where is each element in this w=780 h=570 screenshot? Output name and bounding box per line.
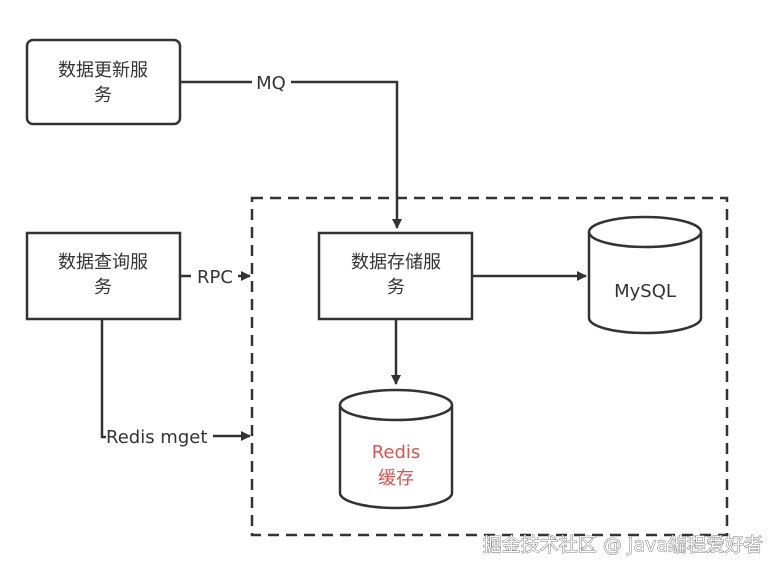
- storage-service-label-2: 务: [387, 277, 405, 298]
- storage-service-node[interactable]: 数据存储服 务: [317, 231, 474, 321]
- storage-service-label-1: 数据存储服: [351, 252, 441, 273]
- redis-mget-label: Redis mget: [106, 427, 207, 448]
- update-service-node[interactable]: 数据更新服 务: [25, 38, 182, 126]
- query-service-label-1: 数据查询服: [58, 252, 148, 273]
- mysql-label: MySQL: [614, 281, 676, 302]
- query-service-label-2: 务: [94, 277, 112, 298]
- redis-cache-node[interactable]: Redis 缓存: [338, 388, 454, 510]
- mq-edge: MQ: [180, 73, 402, 229]
- query-service-node[interactable]: 数据查询服 务: [25, 231, 182, 321]
- storage-boundary: [250, 196, 729, 537]
- mq-label: MQ: [256, 73, 286, 94]
- mysql-database-node[interactable]: MySQL: [587, 215, 703, 335]
- redis-label-1: Redis: [372, 442, 421, 463]
- update-service-label-2: 务: [94, 85, 112, 106]
- update-service-label-1: 数据更新服: [58, 60, 148, 81]
- rpc-edge: RPC: [180, 267, 251, 288]
- rpc-label: RPC: [197, 267, 233, 288]
- watermark: 掘金技术社区 @ Java编程爱好者: [483, 534, 763, 556]
- redis-mget-edge: Redis mget: [100, 319, 251, 448]
- redis-label-2: 缓存: [378, 468, 414, 489]
